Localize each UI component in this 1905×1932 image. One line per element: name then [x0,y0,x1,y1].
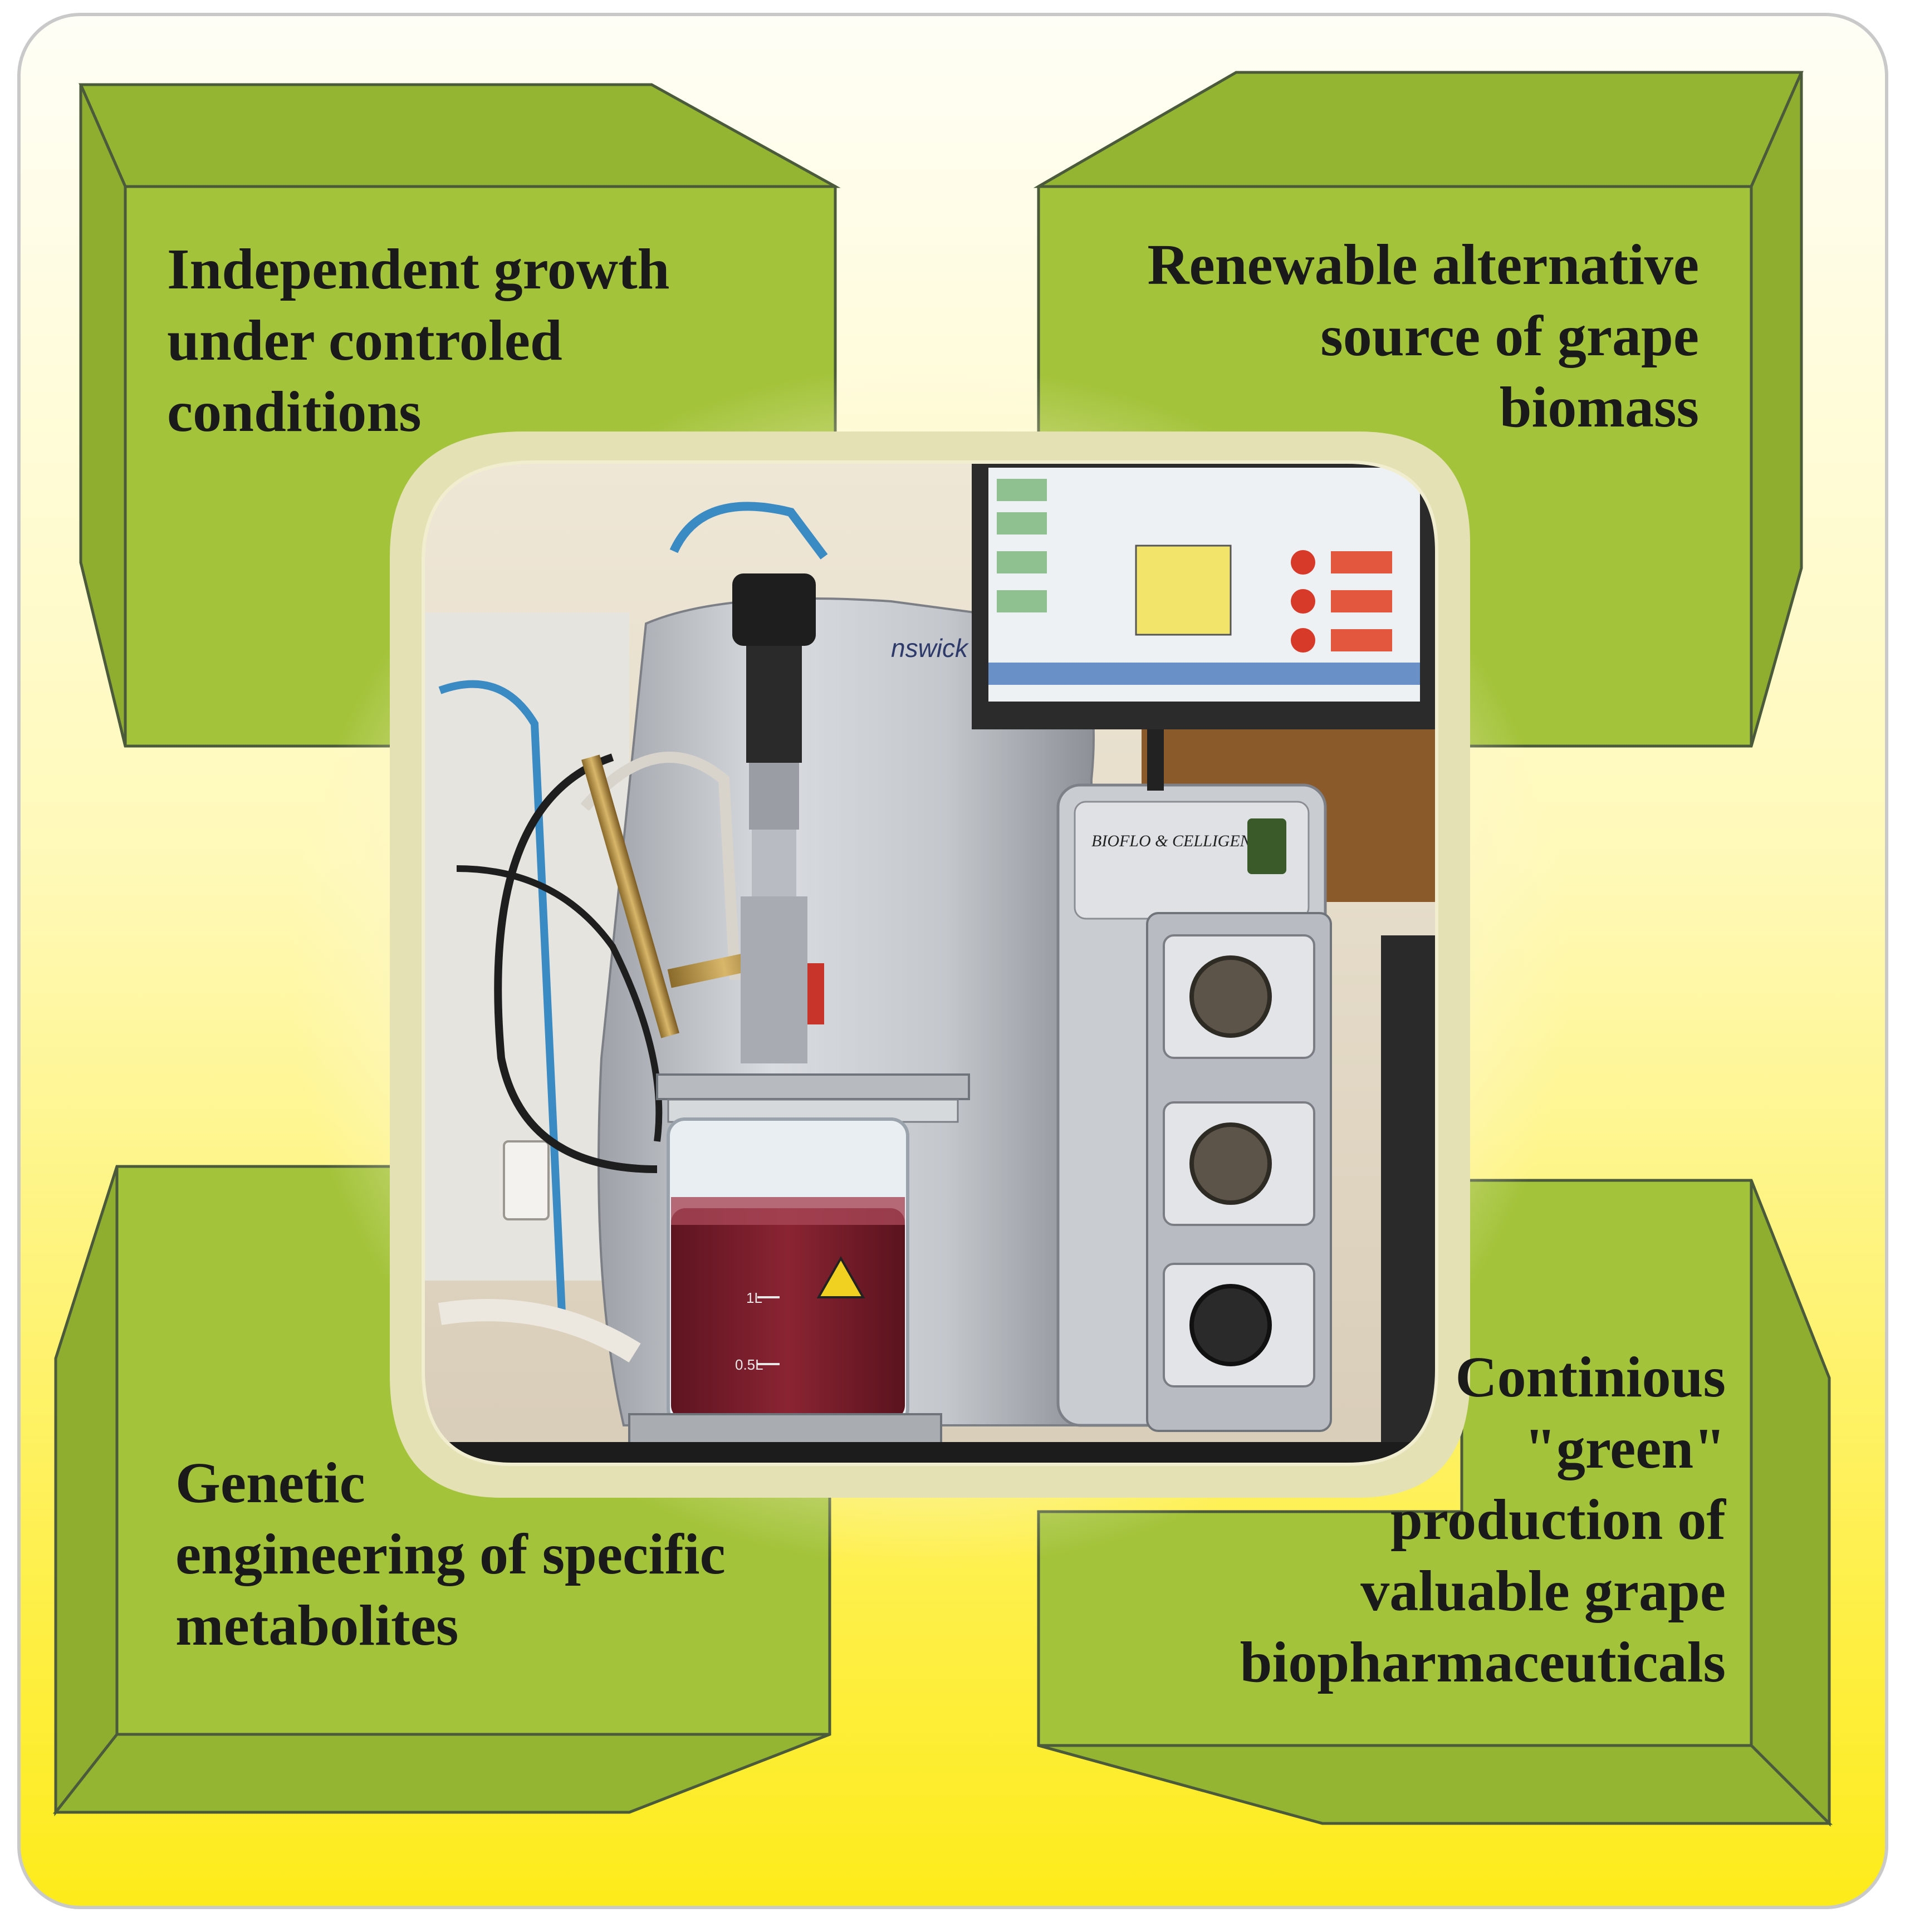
box-bottom-right-line-4: valuable grape [1360,1559,1726,1623]
box-top-left [79,83,841,748]
box-bottom-right-line-5: biopharmaceuticals [1240,1630,1726,1694]
box-top-right-line-2: source of grape [1320,304,1699,368]
box-bottom-left-text: Genetic engineering of specific metaboli… [175,1448,726,1661]
box-top-right-line-1: Renewable alternative [1147,233,1699,297]
box-top-right-line-3: biomass [1499,375,1699,439]
box-bottom-right-text: Continious "green" production of valuabl… [1240,1342,1726,1698]
photo-border [422,460,1438,1466]
vessel-mark-05l: 0.5L [735,1356,763,1373]
box-top-left-line-2: under controled [167,308,562,372]
box-top-left-line-3: conditions [167,380,422,444]
box-top-right-text: Renewable alternative source of grape bi… [1147,229,1699,443]
box-bottom-right-line-2: "green" [1524,1416,1726,1480]
brand-text: nswick [891,634,969,663]
box-top-left-text: Independent growth under controled condi… [167,234,669,448]
box-bottom-left-line-2: engineering of specific [175,1522,726,1586]
box-bottom-right-line-3: production of [1390,1488,1726,1552]
box-bottom-right-line-1: Continious [1455,1345,1726,1409]
box-bottom-left-line-3: metabolites [175,1593,459,1658]
box-bottom-left-line-1: Genetic [175,1451,365,1515]
box-bottom-right [1037,1179,1833,1827]
box-top-left-line-1: Independent growth [167,237,670,301]
vessel-mark-1l: 1L [746,1289,762,1306]
bioreactor-photo: nswick BIOFLO & CELLIGEN 310 [423,462,1437,1464]
